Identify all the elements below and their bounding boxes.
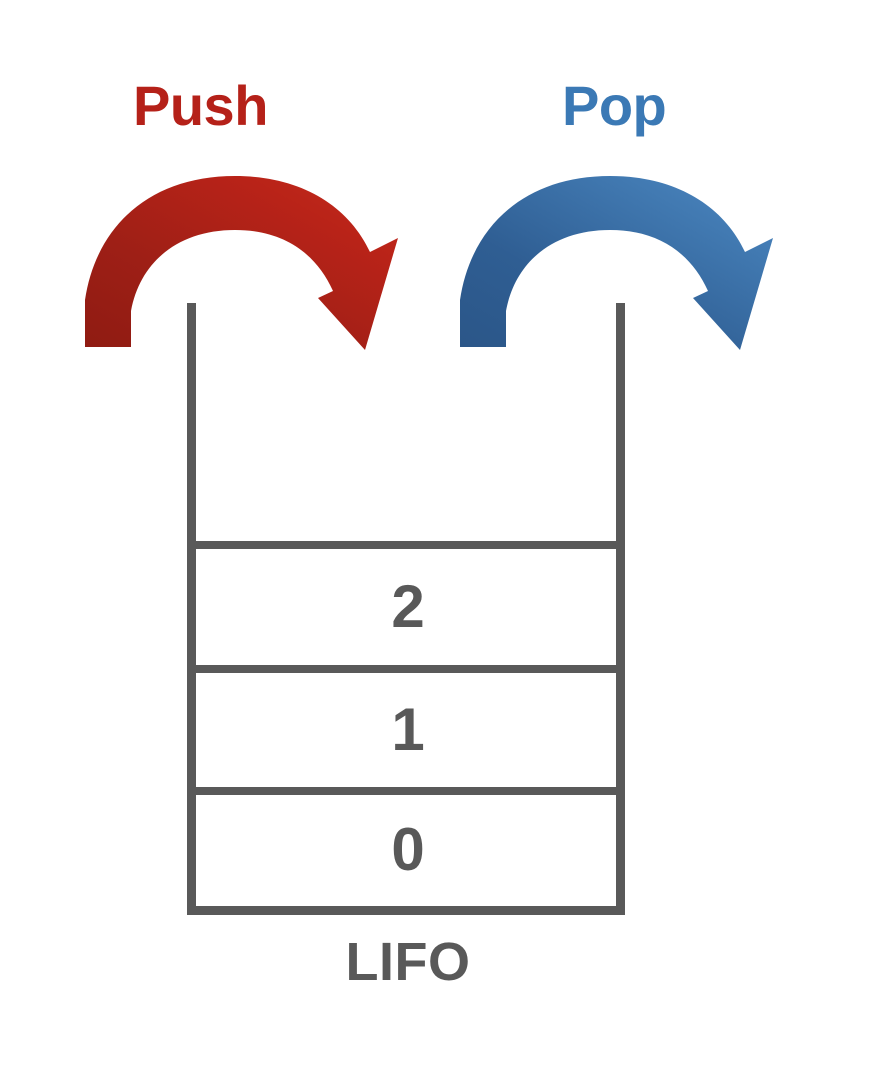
stack-cell-value-bottom: 0 (391, 816, 425, 883)
stack-left-wall (187, 303, 196, 915)
stack-cell-value-top: 2 (391, 573, 425, 640)
push-arrow-icon (85, 176, 398, 350)
stack-right-wall (616, 303, 625, 915)
push-label: Push (133, 74, 268, 137)
stack-divider-top (187, 541, 625, 549)
push-arrow-path (85, 176, 398, 350)
pop-label: Pop (562, 74, 667, 137)
stack-caption: LIFO (345, 932, 471, 992)
stack-divider-middle (187, 665, 625, 673)
stack-cell-value-middle: 1 (391, 696, 425, 763)
pop-arrow-icon (460, 176, 773, 350)
stack-container (187, 303, 625, 915)
pop-arrow-path (460, 176, 773, 350)
stack-divider-lower (187, 787, 625, 795)
stack-bottom-wall (187, 906, 625, 915)
